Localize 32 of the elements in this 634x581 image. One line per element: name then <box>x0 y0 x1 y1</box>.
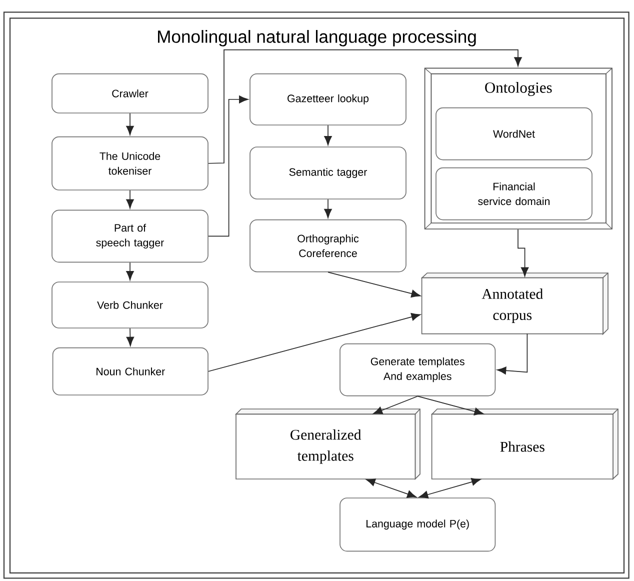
arrow <box>126 112 134 136</box>
arrow <box>126 328 134 346</box>
arrow <box>496 333 528 374</box>
arrow <box>208 313 421 372</box>
block-box: Generalized templates <box>236 414 416 480</box>
arrow <box>324 124 332 146</box>
arrow <box>418 478 481 498</box>
arrow <box>126 262 134 280</box>
process-box: Verb Chunker <box>52 282 208 328</box>
process-box: Financial service domain <box>436 167 592 220</box>
process-box: Semantic tagger <box>250 146 406 200</box>
arrow <box>208 49 522 164</box>
process-box: WordNet <box>436 107 592 160</box>
block-box: Annotated corpus <box>421 277 604 334</box>
arrow <box>208 96 248 237</box>
process-box: Generate templates And examples <box>340 343 496 396</box>
arrow <box>324 198 332 218</box>
process-box: Orthographic Coreference <box>250 219 406 272</box>
arrow <box>518 229 529 277</box>
arrow <box>328 272 421 298</box>
process-box: Language model P(e) <box>340 498 496 552</box>
process-box: Noun Chunker <box>52 347 208 396</box>
arrow <box>373 396 418 414</box>
process-box: Crawler <box>52 73 208 114</box>
block-box: Phrases <box>431 414 614 480</box>
title: Monolingual natural language processing <box>158 30 476 46</box>
arrow <box>366 478 416 498</box>
arrow <box>126 190 134 209</box>
process-box: Part of speech tagger <box>52 210 208 263</box>
process-box: Gazetteer lookup <box>250 73 406 126</box>
process-box: The Unicode tokeniser <box>52 136 208 190</box>
arrow <box>417 396 484 416</box>
